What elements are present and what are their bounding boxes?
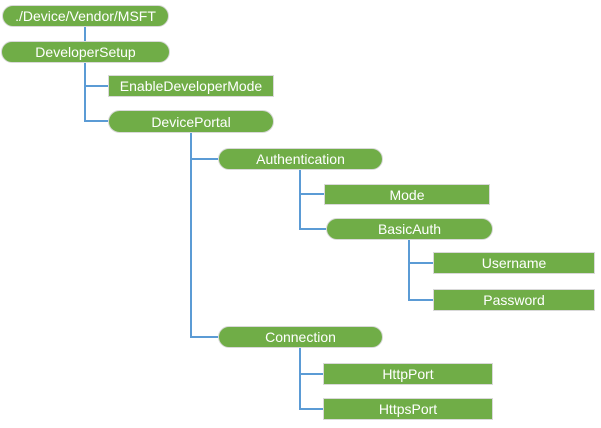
tree-node-mode: Mode bbox=[324, 184, 490, 205]
tree-node-httpsport: HttpsPort bbox=[323, 398, 493, 420]
node-label: Connection bbox=[265, 329, 336, 345]
node-label: ./Device/Vendor/MSFT bbox=[15, 8, 156, 24]
tree-node-enabledevelopermode: EnableDeveloperMode bbox=[108, 75, 274, 97]
connector-branch-authentication bbox=[190, 158, 219, 160]
node-label: DeveloperSetup bbox=[35, 44, 136, 60]
connector-root-to-developersetup bbox=[84, 27, 86, 41]
tree-node-deviceportal: DevicePortal bbox=[108, 110, 274, 133]
node-label: DevicePortal bbox=[151, 113, 231, 130]
connector-developersetup-trunk bbox=[84, 63, 86, 122]
node-label: Username bbox=[481, 255, 547, 271]
connector-branch-password bbox=[408, 299, 434, 301]
tree-node-connection: Connection bbox=[218, 326, 383, 348]
connector-branch-connection bbox=[190, 336, 219, 338]
node-label: BasicAuth bbox=[377, 221, 442, 237]
node-label: HttpPort bbox=[382, 366, 434, 382]
tree-node-device-vendor-msft: ./Device/Vendor/MSFT bbox=[2, 5, 169, 27]
connector-branch-httpport bbox=[299, 373, 324, 375]
connector-connection-trunk bbox=[299, 348, 301, 409]
tree-node-username: Username bbox=[433, 252, 595, 274]
tree-node-httpport: HttpPort bbox=[323, 363, 493, 385]
connector-authentication-trunk bbox=[299, 170, 301, 229]
connector-branch-deviceportal bbox=[84, 120, 109, 122]
connector-branch-enabledevelopermode bbox=[84, 85, 109, 87]
connector-branch-basicauth bbox=[299, 228, 327, 230]
tree-node-developersetup: DeveloperSetup bbox=[1, 41, 170, 63]
node-label: EnableDeveloperMode bbox=[119, 78, 263, 94]
tree-node-password: Password bbox=[433, 289, 595, 311]
tree-node-authentication: Authentication bbox=[218, 148, 383, 170]
node-label: Mode bbox=[389, 186, 425, 203]
tree-node-basicauth: BasicAuth bbox=[326, 218, 493, 240]
node-label: Authentication bbox=[256, 151, 345, 167]
connector-deviceportal-trunk bbox=[190, 133, 192, 338]
connector-branch-httpsport bbox=[299, 408, 324, 410]
connector-branch-mode bbox=[299, 193, 325, 195]
connector-branch-username bbox=[408, 262, 434, 264]
node-label: Password bbox=[483, 292, 545, 308]
node-label: HttpsPort bbox=[378, 401, 438, 417]
connector-basicauth-trunk bbox=[408, 240, 410, 300]
